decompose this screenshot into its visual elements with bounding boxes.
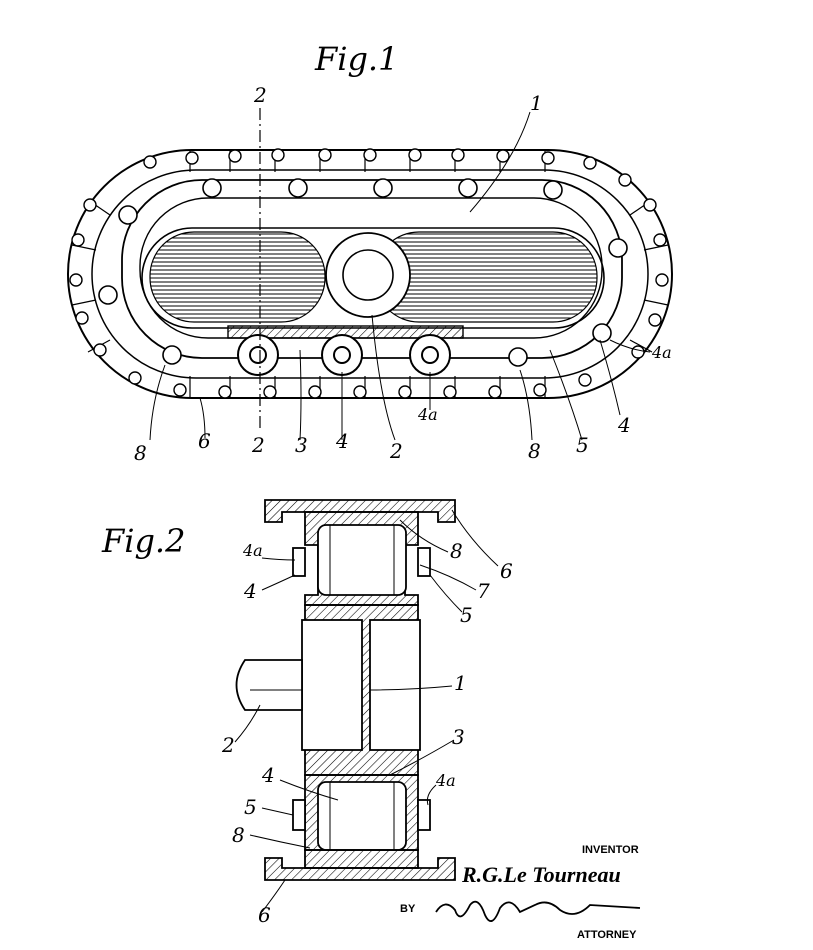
fig2-label-4-bot: 4 [261, 763, 275, 787]
by-label: BY [400, 903, 416, 915]
fig1-label-2a: 2 [251, 433, 265, 457]
fig1-label-section-top: 2 [253, 83, 267, 107]
fig2-title: Fig.2 [101, 522, 185, 560]
chain-link-pins [69, 148, 669, 399]
fig1-label-6: 6 [198, 429, 211, 453]
upper-pin-right [417, 547, 431, 577]
track-shoe-top [264, 499, 456, 523]
fig1-track-assembly [67, 108, 673, 441]
fig1-label-4a-right: 4a [651, 343, 672, 362]
track-shoe-bottom [264, 857, 456, 881]
fig1-label-5: 5 [576, 433, 589, 457]
fig2-label-5-bot: 5 [244, 795, 257, 819]
inventor-heading: INVENTOR [582, 844, 639, 856]
fig1-label-8-right: 8 [528, 439, 541, 463]
fig2-label-2: 2 [221, 733, 235, 757]
fig1-label-3: 3 [295, 433, 308, 457]
roller-chain-loop [121, 179, 623, 359]
fig1-title: Fig.1 [314, 40, 398, 78]
fig2-label-8-bot: 8 [232, 823, 245, 847]
fig2-label-7: 7 [477, 579, 490, 603]
lower-pin-right [417, 799, 431, 831]
frame-cheek-right [369, 619, 421, 751]
fig1-label-1: 1 [530, 91, 543, 115]
fig2-label-8-top: 8 [450, 539, 463, 563]
fig2-label-6-bot: 6 [258, 903, 271, 927]
fig2-label-4-top: 4 [243, 579, 257, 603]
fig2-label-3: 3 [452, 725, 465, 749]
fig2-label-1: 1 [454, 671, 467, 695]
axle-hub-inner [342, 249, 394, 301]
fig2-label-6-top: 6 [500, 559, 513, 583]
fig1-label-4: 4 [617, 413, 631, 437]
fig2-leader-lines [234, 509, 499, 913]
support-rollers [237, 334, 451, 376]
fig1-leader-lines [149, 111, 651, 441]
fig2-cross-section [235, 499, 456, 881]
inventor-name: R.G.Le Tourneau [461, 862, 621, 887]
upper-pin-left [292, 547, 306, 577]
frame-cheek-left [301, 619, 363, 751]
roller-chain-pins [98, 178, 628, 367]
lower-pin-left [292, 799, 306, 831]
fig1-label-4a-bottom: 4a [417, 405, 438, 424]
fig2-label-4a-bot: 4a [435, 771, 456, 790]
fig2-label-5-top: 5 [460, 603, 473, 627]
track-chain-inner [91, 169, 649, 379]
frame-window-left [149, 231, 326, 323]
fig2-label-4a-top: 4a [242, 541, 263, 560]
attorney-heading: ATTORNEY [577, 929, 637, 941]
axle-shaft [235, 659, 303, 711]
lower-roller [317, 781, 407, 851]
fig1-label-8-left: 8 [134, 441, 147, 465]
upper-roller [317, 524, 407, 596]
attorney-signature [435, 900, 641, 922]
fig1-label-4-mid: 4 [335, 429, 349, 453]
fig1-label-2b: 2 [389, 439, 403, 463]
